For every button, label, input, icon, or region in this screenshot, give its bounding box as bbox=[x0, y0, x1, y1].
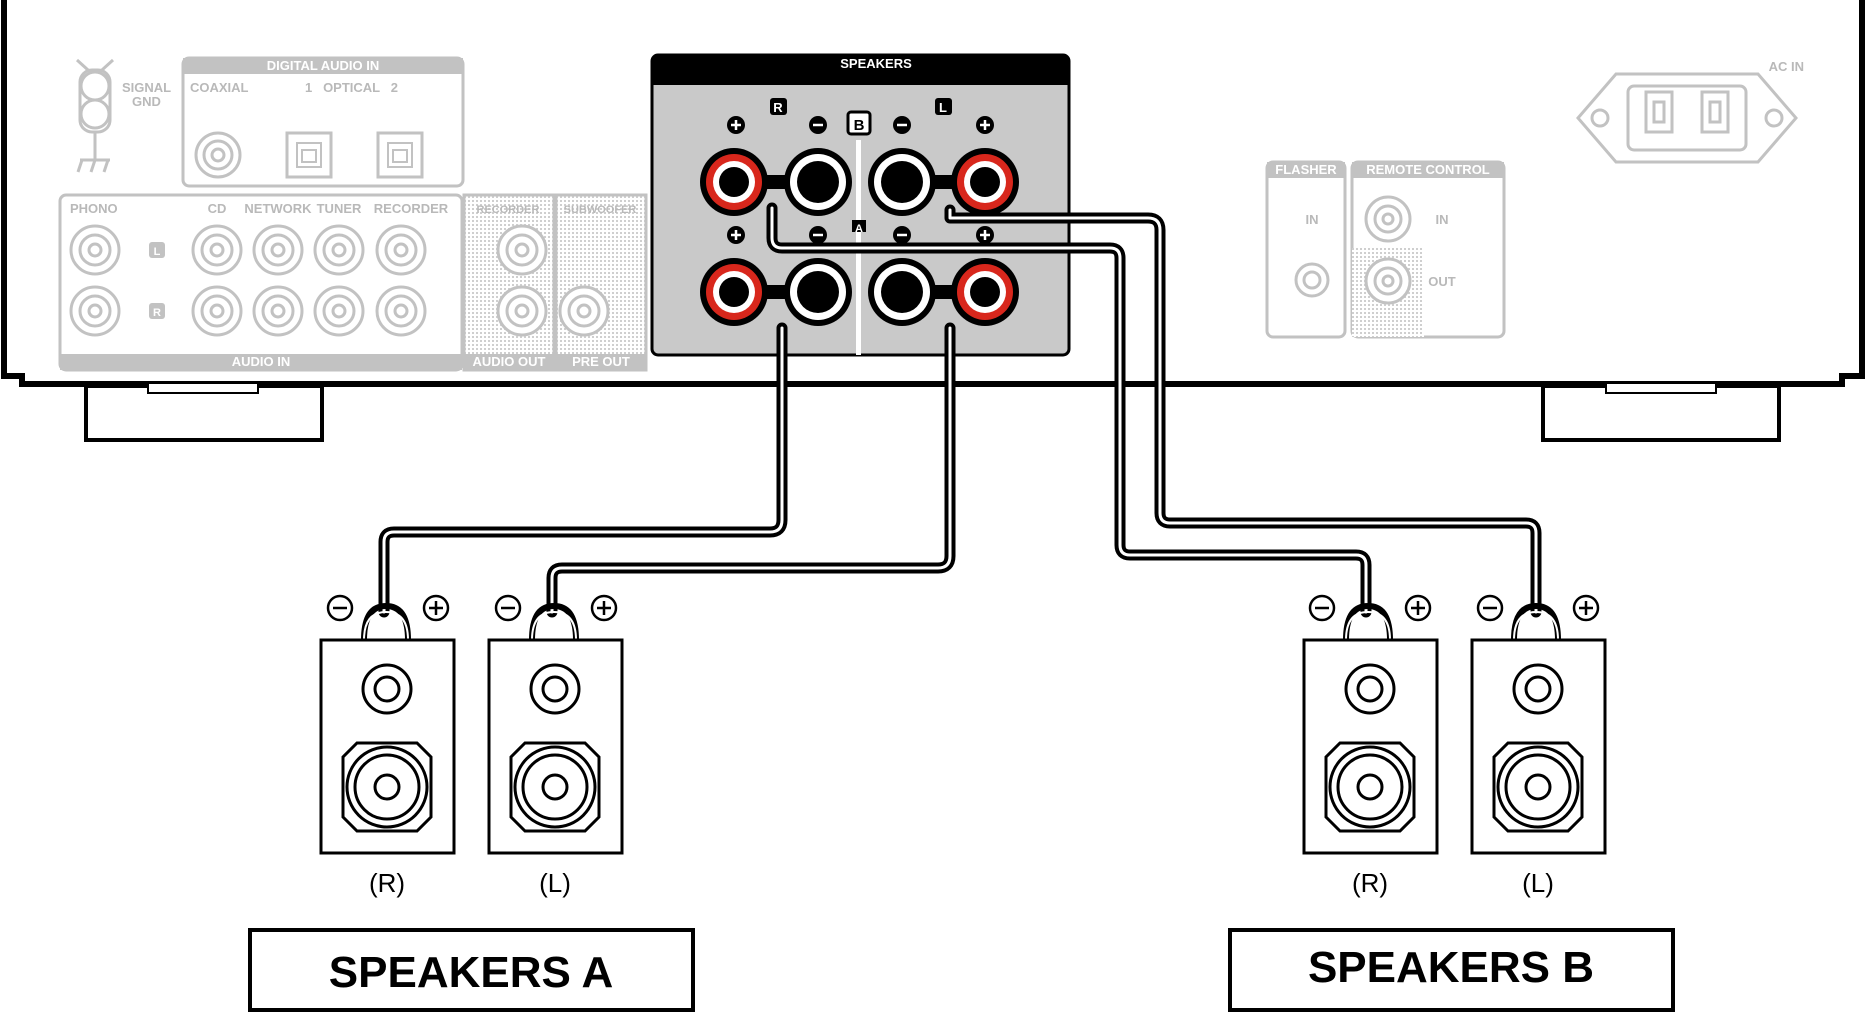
cable-b-right bbox=[766, 202, 1372, 618]
speakers-a-label: SPEAKERS A bbox=[329, 948, 613, 997]
remote-control-panel bbox=[1350, 160, 1506, 339]
speakers-b-label: SPEAKERS B bbox=[1308, 943, 1594, 992]
speakers-a-box bbox=[248, 928, 695, 1012]
remote-in-jack[interactable] bbox=[1364, 195, 1412, 243]
pre-out-label: PRE OUT bbox=[572, 354, 630, 369]
remote-out-label: OUT bbox=[1428, 274, 1456, 289]
digital-audio-in-panel bbox=[181, 56, 465, 188]
coaxial-jack[interactable] bbox=[194, 131, 242, 179]
speaker-b-right bbox=[1302, 594, 1439, 855]
speaker-b-l-label: (L) bbox=[1522, 868, 1554, 898]
cable-a-left bbox=[546, 322, 956, 618]
flasher-in-jack[interactable] bbox=[1294, 262, 1330, 298]
recorder-out-label: RECORDER bbox=[477, 204, 540, 216]
terminal-b-label: B bbox=[854, 117, 865, 134]
optical-2-jack[interactable] bbox=[376, 131, 424, 179]
terminal-a-r-plus[interactable] bbox=[700, 258, 768, 326]
cd-label: CD bbox=[208, 201, 227, 216]
terminal-r-label: R bbox=[773, 100, 783, 115]
audio-out-label: AUDIO OUT bbox=[473, 354, 546, 369]
signal-gnd bbox=[75, 58, 115, 173]
audio-out-panel bbox=[462, 193, 648, 372]
cable-b-left bbox=[944, 204, 1542, 618]
optical-1-jack[interactable] bbox=[285, 131, 333, 179]
terminal-b-l-plus[interactable] bbox=[951, 148, 1019, 216]
terminal-l-label: L bbox=[939, 100, 947, 115]
terminal-b-l-minus[interactable] bbox=[868, 148, 936, 216]
flasher-in-label: IN bbox=[1306, 212, 1319, 227]
terminal-b-r-plus[interactable] bbox=[700, 148, 768, 216]
speaker-b-r-label: (R) bbox=[1352, 868, 1388, 898]
channel-r-label: R bbox=[153, 307, 161, 319]
remote-in-label: IN bbox=[1436, 212, 1449, 227]
channel-l-label: L bbox=[154, 246, 161, 258]
recorder-label: RECORDER bbox=[374, 201, 449, 216]
speakers-b-box bbox=[1228, 928, 1675, 1012]
receiver-chassis bbox=[1, 0, 1865, 442]
audio-in-panel bbox=[58, 193, 464, 372]
digital-audio-in-label: DIGITAL AUDIO IN bbox=[267, 58, 379, 73]
phono-label: PHONO bbox=[70, 201, 118, 216]
speaker-a-r-label: (R) bbox=[369, 868, 405, 898]
ac-inlet bbox=[1576, 72, 1798, 164]
ac-in-label: AC IN bbox=[1769, 59, 1804, 74]
terminal-b-r-minus[interactable] bbox=[784, 148, 852, 216]
remote-control-label: REMOTE CONTROL bbox=[1366, 162, 1490, 177]
terminal-a-l-plus[interactable] bbox=[951, 258, 1019, 326]
right-foot bbox=[1541, 384, 1781, 442]
flasher-label: FLASHER bbox=[1275, 162, 1337, 177]
speaker-a-right bbox=[319, 594, 456, 855]
terminal-a-label: A bbox=[855, 223, 863, 235]
speaker-cables bbox=[378, 202, 1542, 618]
speaker-a-l-label: (L) bbox=[539, 868, 571, 898]
speakers-panel-label: SPEAKERS bbox=[840, 56, 912, 71]
cable-a-right bbox=[378, 322, 788, 618]
audio-in-label: AUDIO IN bbox=[232, 354, 291, 369]
speaker-b-left bbox=[1470, 594, 1607, 855]
flasher-panel bbox=[1265, 160, 1347, 339]
network-label: NETWORK bbox=[244, 201, 312, 216]
tuner-label: TUNER bbox=[317, 201, 362, 216]
speaker-a-left bbox=[487, 594, 624, 855]
coaxial-label: COAXIAL bbox=[190, 80, 249, 95]
optical-label: 1 OPTICAL 2 bbox=[305, 80, 398, 95]
left-foot bbox=[84, 384, 324, 442]
terminal-a-l-minus[interactable] bbox=[868, 258, 936, 326]
gnd-label: GND bbox=[132, 94, 161, 109]
speaker-terminals bbox=[700, 148, 1019, 326]
terminal-a-r-minus[interactable] bbox=[784, 258, 852, 326]
subwoofer-label: SUBWOOFER bbox=[564, 204, 637, 216]
signal-label: SIGNAL bbox=[122, 80, 171, 95]
remote-out-jack[interactable] bbox=[1364, 257, 1412, 305]
